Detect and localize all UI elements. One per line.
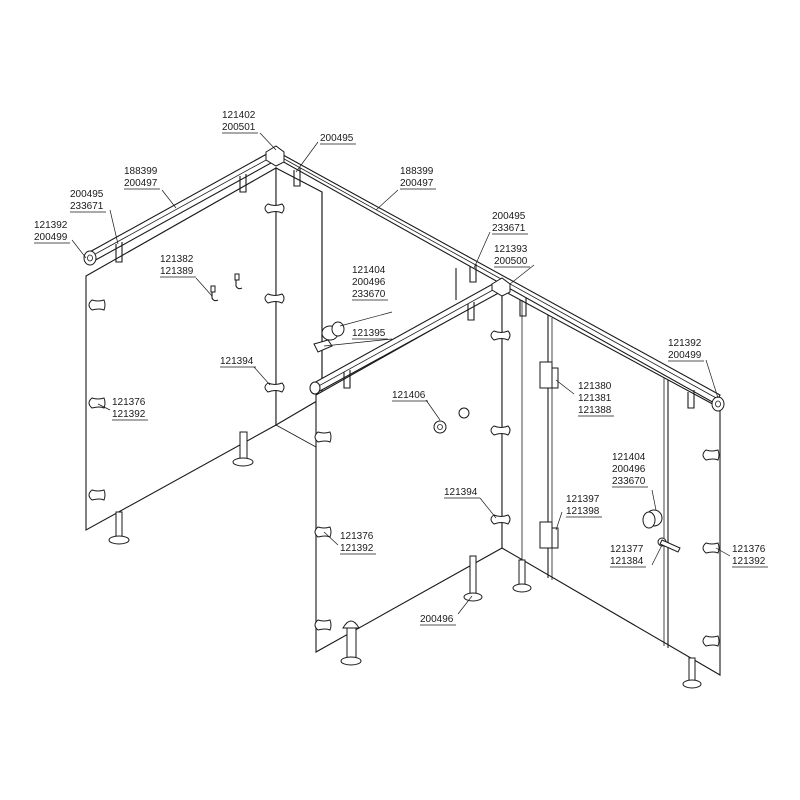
callout-hinge-upper: 121394 xyxy=(220,356,256,368)
callout-part-number: 200496 xyxy=(352,277,386,288)
wall-brackets xyxy=(88,203,720,647)
callout-part-number: 121382 xyxy=(160,254,194,265)
callout-part-number: 121376 xyxy=(112,397,146,408)
callout-part-number: 121402 xyxy=(222,110,256,121)
callout-part-number: 200496 xyxy=(612,464,646,475)
corner-fitting-top xyxy=(265,145,285,167)
callout-part-number: 121376 xyxy=(340,531,374,542)
latch-door-icon xyxy=(657,537,681,553)
knob-door-icon xyxy=(642,509,663,529)
end-cap-middle xyxy=(309,381,321,395)
callout-pedestal: 200496 xyxy=(420,614,456,626)
callout-part-number: 200496 xyxy=(420,614,454,625)
callout-part-number: 121392 xyxy=(668,338,702,349)
callout-bracket-top: 200495 xyxy=(320,133,356,145)
callout-part-number: 200499 xyxy=(668,350,702,361)
rail-brackets xyxy=(115,168,695,409)
callout-part-number: 188399 xyxy=(124,166,158,177)
callout-part-number: 121393 xyxy=(494,244,528,255)
callout-part-number: 188399 xyxy=(400,166,434,177)
end-cap-right xyxy=(711,396,725,412)
callout-part-number: 233670 xyxy=(352,289,386,300)
callout-part-number: 233671 xyxy=(70,201,104,212)
callout-part-number: 121404 xyxy=(352,265,386,276)
callout-labels: 1214022005012004951883992004971883992004… xyxy=(34,110,768,626)
headrails xyxy=(83,145,725,412)
pedestal-icon xyxy=(108,511,130,545)
door-hinge-set-icon xyxy=(539,361,559,549)
tee-fitting-mid xyxy=(491,277,511,297)
callout-part-number: 200495 xyxy=(70,189,104,200)
callout-part-number: 121380 xyxy=(578,381,612,392)
callout-part-number: 121388 xyxy=(578,405,612,416)
callout-part-number: 121397 xyxy=(566,494,600,505)
hinge-shape xyxy=(264,203,511,525)
callout-part-number: 121404 xyxy=(612,452,646,463)
callout-part-number: 121394 xyxy=(220,356,254,367)
callout-part-number: 121384 xyxy=(610,556,644,567)
callout-part-number: 200497 xyxy=(124,178,158,189)
callout-part-number: 121392 xyxy=(732,556,766,567)
callout-hinge-lower: 121394 xyxy=(444,487,480,499)
callout-part-number: 121392 xyxy=(112,409,146,420)
callout-part-number: 121377 xyxy=(610,544,644,555)
callout-part-number: 233670 xyxy=(612,476,646,487)
callout-part-number: 200495 xyxy=(492,211,526,222)
callout-part-number: 200495 xyxy=(320,133,354,144)
callout-part-number: 121389 xyxy=(160,266,194,277)
callout-part-number: 121395 xyxy=(352,328,386,339)
callout-part-number: 121406 xyxy=(392,390,426,401)
door-hardware xyxy=(210,273,681,553)
callout-part-number: 121381 xyxy=(578,393,612,404)
panels xyxy=(85,167,721,676)
leader-lines xyxy=(71,132,731,615)
left-side-panel xyxy=(85,167,277,531)
pedestals xyxy=(108,431,702,689)
callout-part-number: 200501 xyxy=(222,122,256,133)
panel-clip xyxy=(88,299,720,647)
callout-part-number: 121392 xyxy=(340,543,374,554)
hook-middle-icon xyxy=(433,407,470,434)
end-cap-left xyxy=(83,250,97,266)
callout-part-number: 121398 xyxy=(566,506,600,517)
callout-part-number: 121392 xyxy=(34,220,68,231)
callout-part-number: 200497 xyxy=(400,178,434,189)
callout-part-number: 121394 xyxy=(444,487,478,498)
coat-hook-icon xyxy=(211,288,219,302)
callout-part-number: 200500 xyxy=(494,256,528,267)
callout-part-number: 121376 xyxy=(732,544,766,555)
callout-hook-middle: 121406 xyxy=(392,390,428,402)
callout-part-number: 233671 xyxy=(492,223,526,234)
callout-part-number: 200499 xyxy=(34,232,68,243)
callout-latch-upper: 121395 xyxy=(352,328,388,340)
